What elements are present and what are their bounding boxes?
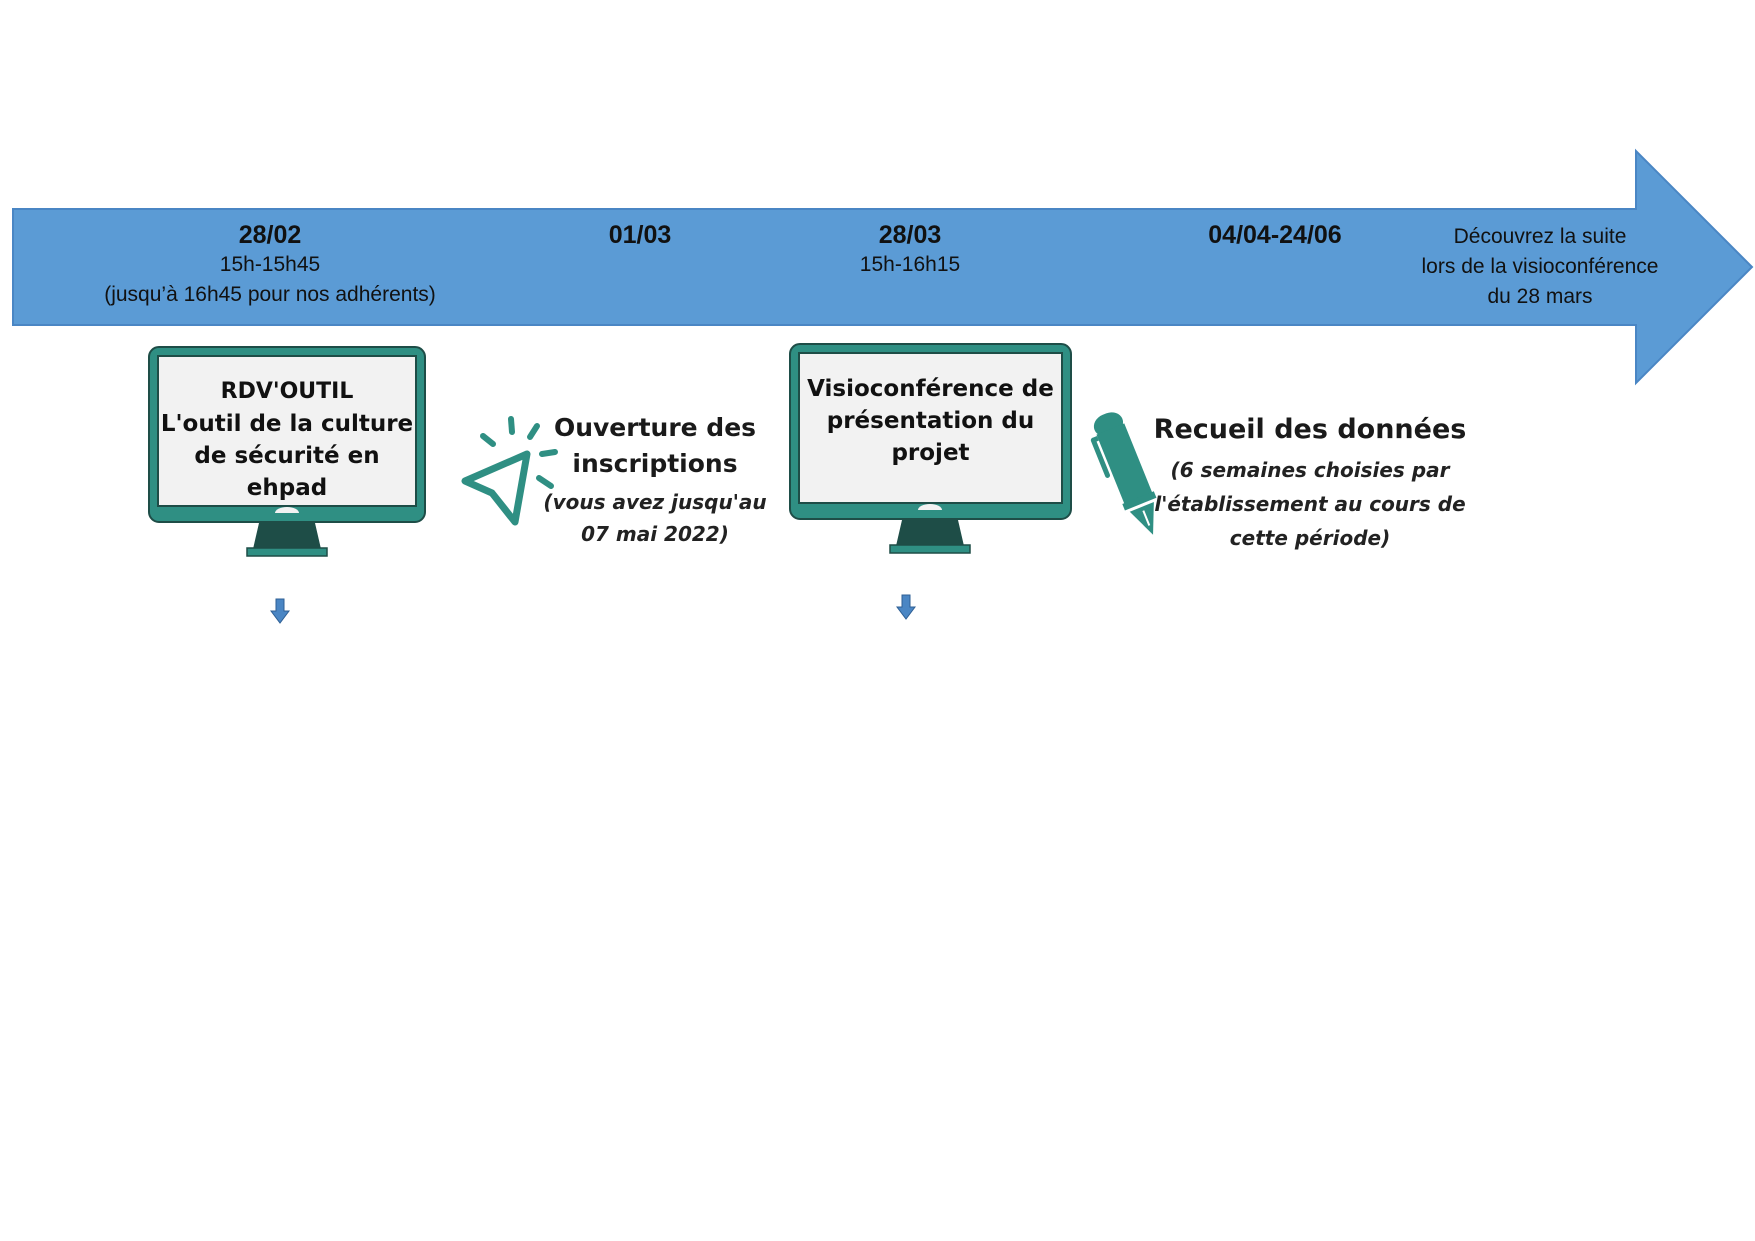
end-note-line-3: du 28 mars <box>1487 285 1593 308</box>
visio-line-2: présentation du <box>826 408 1035 434</box>
milestone-4: 04/04-24/06 <box>1175 220 1375 250</box>
milestone-3-time: 15h-16h15 <box>859 253 961 276</box>
timeline-end-note: Découvrez la suite lors de la visioconfé… <box>1395 222 1685 312</box>
rdv-line-3: de sécurité en ehpad <box>194 443 380 501</box>
milestone-2: 01/03 <box>560 220 720 250</box>
milestone-1-note: (jusqu’à 16h45 pour nos adhérents) <box>104 283 436 306</box>
recueil-title: Recueil des données <box>1145 412 1475 448</box>
down-arrow-icon <box>896 594 916 620</box>
rdv-line-1: RDV'OUTIL <box>220 379 354 404</box>
inscriptions-note: (vous avez jusqu'au 07 mai 2022) <box>535 486 775 550</box>
rdv-outil-text: RDV'OUTIL L'outil de la culture de sécur… <box>157 376 417 504</box>
recueil-note-line-1: (6 semaines choisies par <box>1170 458 1450 482</box>
down-arrow-icon <box>270 598 290 624</box>
milestone-2-date: 01/03 <box>608 221 672 249</box>
inscriptions-note-line-1: (vous avez jusqu'au <box>543 490 767 514</box>
recueil-title-text: Recueil des données <box>1153 414 1467 445</box>
visio-line-1: Visioconférence de <box>807 376 1054 402</box>
milestone-3: 28/03 15h-16h15 <box>830 220 990 280</box>
inscriptions-note-line-2: 07 mai 2022) <box>581 522 729 546</box>
recueil-note: (6 semaines choisies par l'établissement… <box>1150 453 1470 555</box>
end-note-line-1: Découvrez la suite <box>1453 225 1627 248</box>
inscriptions-title-line-2: inscriptions <box>572 449 738 478</box>
milestone-1: 28/02 15h-15h45 (jusqu’à 16h45 pour nos … <box>90 220 450 310</box>
rdv-line-2: L'outil de la culture <box>160 411 414 437</box>
inscriptions-title: Ouverture des inscriptions <box>545 410 765 482</box>
visio-line-3: projet <box>891 440 970 466</box>
milestone-3-date: 28/03 <box>878 221 942 249</box>
monitor-icon <box>148 346 426 557</box>
timeline-arrow-shape <box>12 148 1754 386</box>
milestone-4-date: 04/04-24/06 <box>1208 221 1342 249</box>
inscriptions-title-line-1: Ouverture des <box>553 413 757 442</box>
recueil-note-line-2: l'établissement au cours de <box>1154 492 1466 516</box>
milestone-1-date: 28/02 <box>238 221 302 249</box>
cursor-click-icon <box>461 416 558 526</box>
recueil-note-line-3: cette période) <box>1229 526 1391 550</box>
pen-icon <box>1090 412 1157 535</box>
visio-text: Visioconférence de présentation du proje… <box>798 373 1063 469</box>
timeline-arrow <box>12 148 1754 386</box>
monitor-icon <box>789 343 1072 554</box>
milestone-1-time: 15h-15h45 <box>219 253 321 276</box>
end-note-line-2: lors de la visioconférence <box>1421 255 1659 278</box>
